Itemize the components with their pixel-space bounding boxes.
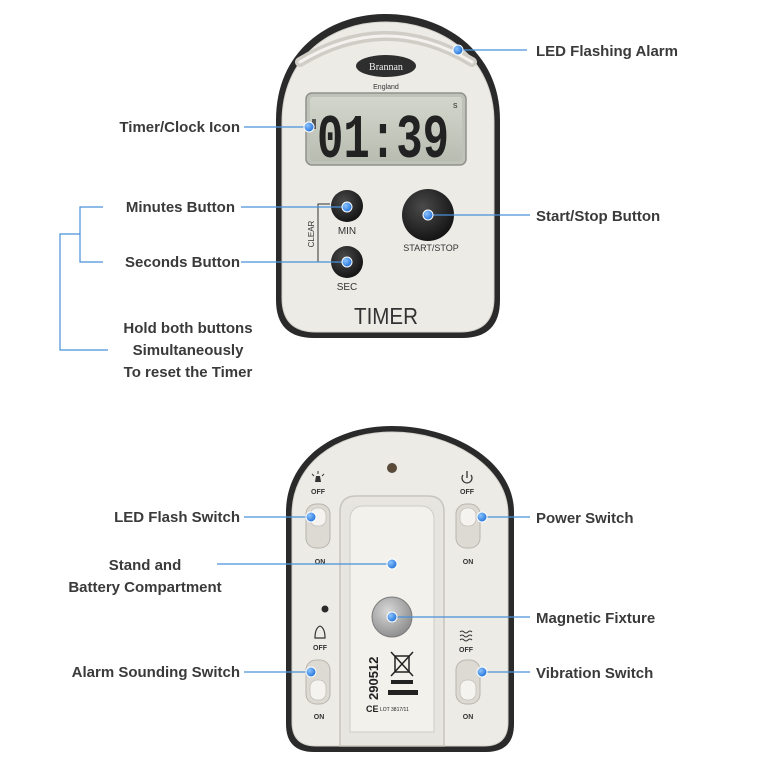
lot-number: LOT 3817/11 — [380, 707, 409, 713]
dot-clock-icon — [303, 121, 315, 133]
lcd-screen — [310, 97, 462, 161]
alarm-off: OFF — [313, 645, 328, 652]
label-led-flash-switch: LED Flash Switch — [114, 509, 240, 526]
clock-icon — [312, 119, 316, 129]
brand-logo — [356, 55, 416, 77]
callout-labels: LED Flashing Alarm Timer/Clock Icon Minu… — [68, 43, 678, 682]
bell-icon — [314, 625, 326, 639]
label-seconds-button: Seconds Button — [125, 254, 240, 271]
dot-magnet — [386, 611, 398, 623]
lcd-unit: s — [453, 100, 458, 110]
clear-label: CLEAR — [307, 220, 316, 247]
power-on: ON — [463, 559, 474, 566]
label-reset-note-1: Hold both buttons — [123, 320, 252, 337]
power-switch-group: OFF ON — [455, 471, 481, 566]
brand-name: Brannan — [369, 62, 403, 73]
hanging-hole — [387, 463, 397, 473]
dot-start-stop — [422, 209, 434, 221]
dot-alarm — [305, 666, 317, 678]
lcd-digits: 01:39 — [317, 105, 449, 176]
sound-hole — [321, 605, 329, 613]
label-reset-note-3: To reset the Timer — [124, 364, 253, 381]
label-magnetic-fixture: Magnetic Fixture — [536, 610, 655, 627]
label-power-switch: Power Switch — [536, 510, 634, 527]
start-stop-label: START/STOP — [403, 243, 459, 253]
label-led-flashing-alarm: LED Flashing Alarm — [536, 43, 678, 60]
dot-sec — [341, 256, 353, 268]
led-flash-off: OFF — [311, 489, 326, 496]
brand-sub: England — [373, 84, 399, 91]
sec-label: SEC — [337, 282, 358, 293]
dot-led-flash — [305, 511, 317, 523]
label-start-stop-button: Start/Stop Button — [536, 208, 660, 225]
label-vibration-switch: Vibration Switch — [536, 665, 653, 682]
marking-bar — [388, 690, 418, 695]
vibration-on: ON — [463, 714, 474, 721]
power-icon — [461, 471, 473, 484]
label-alarm-sounding-switch: Alarm Sounding Switch — [72, 664, 240, 681]
label-reset-note-2: Simultaneously — [133, 342, 245, 359]
dot-power — [476, 511, 488, 523]
flash-icon — [311, 471, 325, 482]
front-device: Brannan England 01:39 s CLEAR MIN SEC ST… — [276, 14, 500, 338]
alarm-on: ON — [314, 714, 325, 721]
label-stand-2: Battery Compartment — [68, 579, 221, 596]
dot-stand — [386, 558, 398, 570]
callout-dots — [303, 44, 488, 678]
dot-min — [341, 201, 353, 213]
min-label: MIN — [338, 226, 356, 237]
product-name: TIMER — [354, 303, 418, 329]
weee-icon — [390, 651, 414, 684]
led-flash-on: ON — [315, 559, 326, 566]
vibration-switch-group: OFF ON — [455, 630, 481, 721]
label-timer-clock-icon: Timer/Clock Icon — [119, 119, 240, 136]
product-code: 290512 — [366, 657, 381, 700]
power-off: OFF — [460, 489, 475, 496]
label-stand-1: Stand and — [109, 557, 182, 574]
callout-lines — [59, 49, 530, 673]
dot-vibration — [476, 666, 488, 678]
vibration-off: OFF — [459, 647, 474, 654]
dot-led-alarm — [452, 44, 464, 56]
back-device: 290512 CE LOT 3817/11 OFF ON — [286, 426, 514, 752]
ce-mark: CE — [366, 704, 379, 714]
label-minutes-button: Minutes Button — [126, 199, 235, 216]
vibration-icon — [459, 630, 473, 642]
